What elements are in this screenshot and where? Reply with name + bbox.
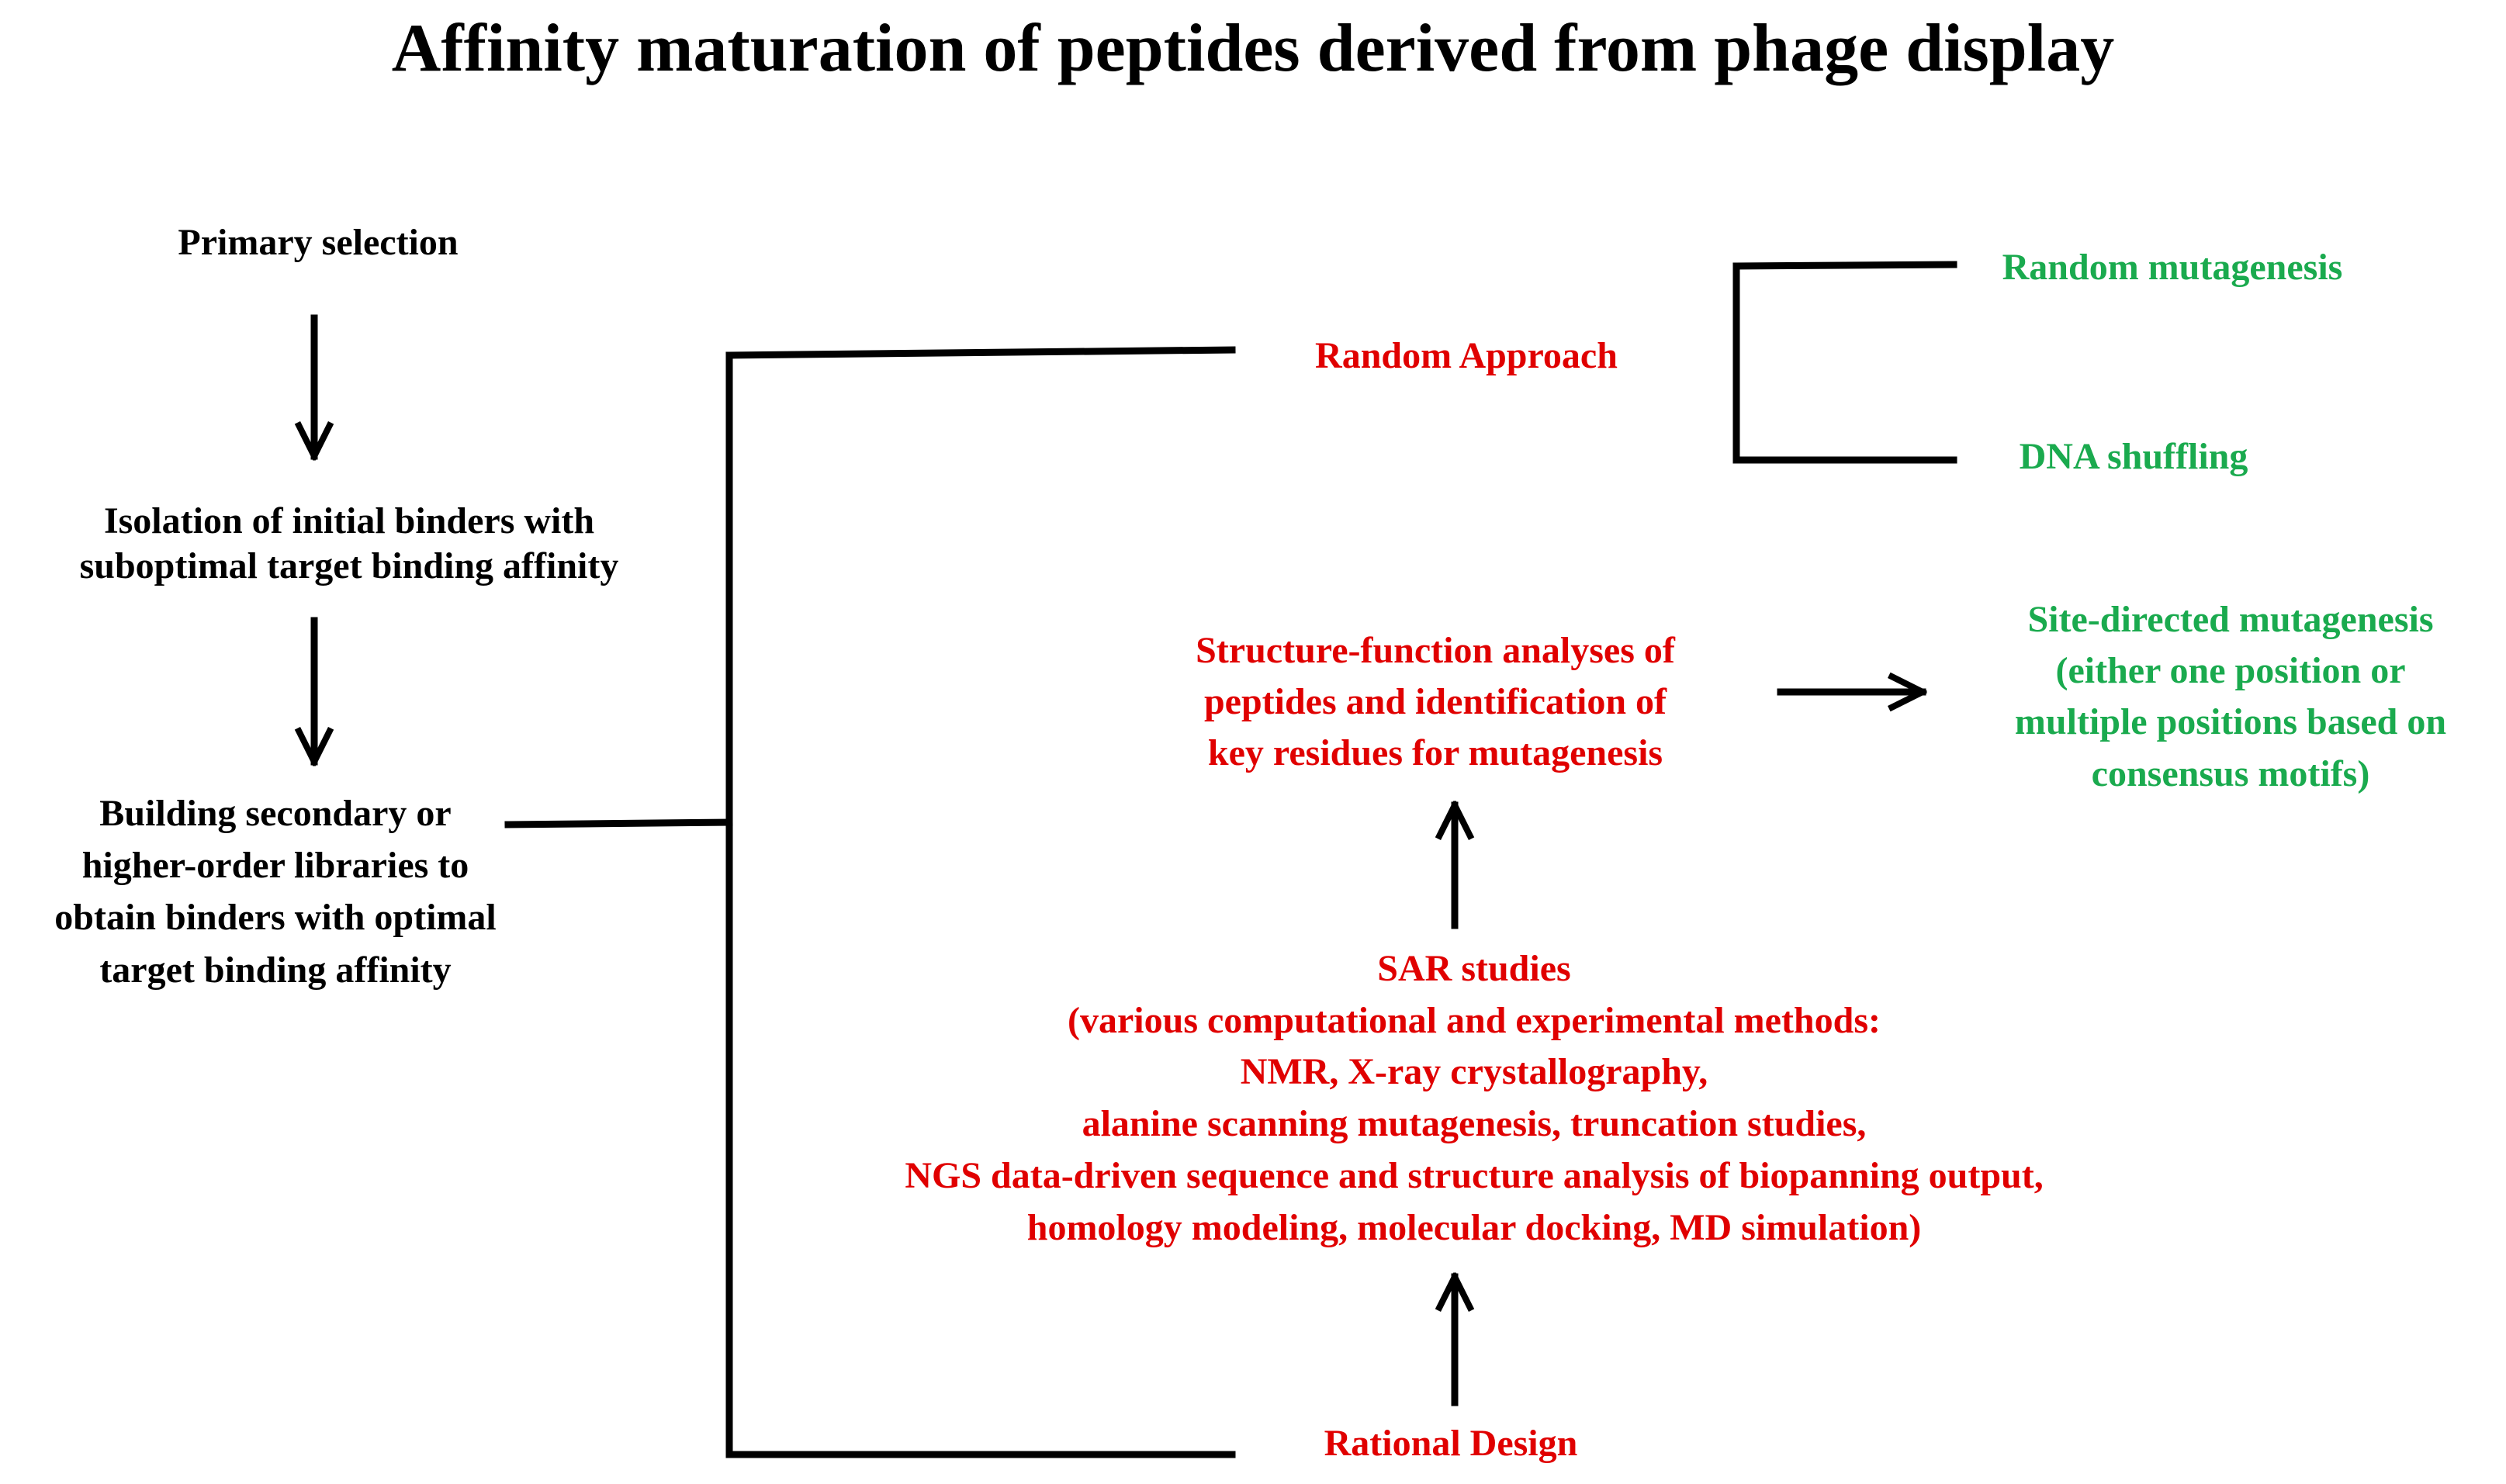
node-isolation: Isolation of initial binders with subopt…: [0, 499, 698, 588]
node-building-line: target binding affinity: [99, 949, 452, 991]
node-primary-selection: Primary selection: [178, 222, 459, 263]
node-sar-studies: SAR studies (various computational and e…: [722, 943, 2227, 1254]
node-building-line: higher-order libraries to: [81, 845, 469, 887]
diagram-title: Affinity maturation of peptides derived …: [391, 11, 2115, 86]
random-bracket-top: [1732, 261, 1957, 270]
node-building-libraries: Building secondary or higher-order libra…: [0, 787, 551, 996]
node-structure-function-line: Structure-function analyses of: [1196, 630, 1675, 671]
node-random-approach: Random Approach: [1315, 335, 1618, 376]
node-rational-design: Rational Design: [1324, 1423, 1578, 1464]
node-site-directed-mutagenesis: Site-directed mutagenesis (either one po…: [1963, 594, 2498, 800]
node-site-directed-line: multiple positions based on: [2014, 701, 2447, 743]
connector-building: [504, 818, 733, 828]
node-isolation-line: suboptimal target binding affinity: [79, 545, 619, 586]
node-sar-line: NGS data-driven sequence and structure a…: [905, 1154, 2044, 1196]
node-sar-line: SAR studies: [1377, 948, 1571, 989]
node-building-line: Building secondary or: [99, 793, 452, 834]
node-sar-line: alanine scanning mutagenesis, truncation…: [1082, 1103, 1867, 1145]
node-structure-function-line: peptides and identification of: [1203, 681, 1667, 723]
node-random-mutagenesis: Random mutagenesis: [2002, 247, 2343, 288]
node-structure-function-line: key residues for mutagenesis: [1207, 732, 1663, 774]
node-site-directed-line: consensus motifs): [2091, 752, 2370, 794]
node-sar-line: (various computational and experimental …: [1068, 999, 1881, 1041]
node-site-directed-line: Site-directed mutagenesis: [2027, 599, 2434, 640]
node-dna-shuffling: DNA shuffling: [2019, 436, 2248, 477]
node-site-directed-line: (either one position or: [2055, 650, 2406, 692]
node-sar-line: NMR, X-ray crystallography,: [1240, 1051, 1708, 1093]
node-structure-function: Structure-function analyses of peptides …: [1071, 625, 1800, 780]
node-isolation-line: Isolation of initial binders with: [103, 500, 595, 541]
bracket-top-arm: [725, 346, 1236, 359]
node-sar-line: homology modeling, molecular docking, MD…: [1026, 1206, 1922, 1248]
node-building-line: obtain binders with optimal: [54, 897, 497, 939]
